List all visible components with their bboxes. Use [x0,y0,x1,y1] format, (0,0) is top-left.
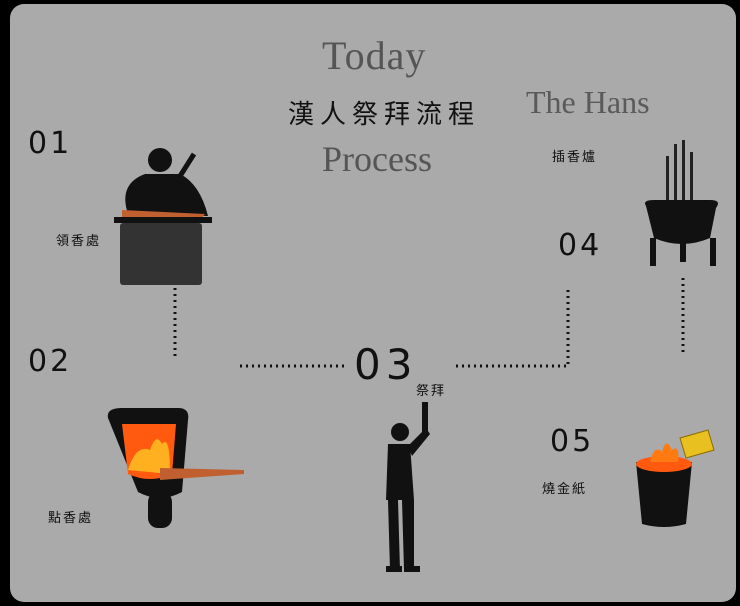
connector-lines [173,278,685,368]
worshipper-icon [386,402,430,572]
diagram-panel: Today The Hans 漢人祭拜流程 Process 01 02 03 0… [10,4,736,602]
title-process: Process [322,139,432,179]
paper-burning-bin-icon [636,429,715,527]
diagram-artwork [107,140,718,572]
person-holding-incense-icon [114,148,212,285]
step-1-number: 01 [28,126,73,161]
incense-burner-icon [645,140,718,266]
incense-lighter-icon [107,408,244,528]
step-1-label: 領香處 [56,234,102,249]
step-3-label: 祭拜 [416,384,447,399]
step-2-label: 點香處 [48,511,94,526]
connector-3-4 [456,288,570,368]
title-the-hans: The Hans [526,84,650,120]
title-today: Today [322,33,427,78]
step-2-number: 02 [28,344,73,379]
step-4-label: 插香爐 [552,150,598,165]
step-5-number: 05 [550,424,595,459]
step-3-number: 03 [354,340,418,389]
step-4-number: 04 [558,228,603,263]
title-chinese: 漢人祭拜流程 [288,100,481,129]
step-5-label: 燒金紙 [542,482,588,497]
